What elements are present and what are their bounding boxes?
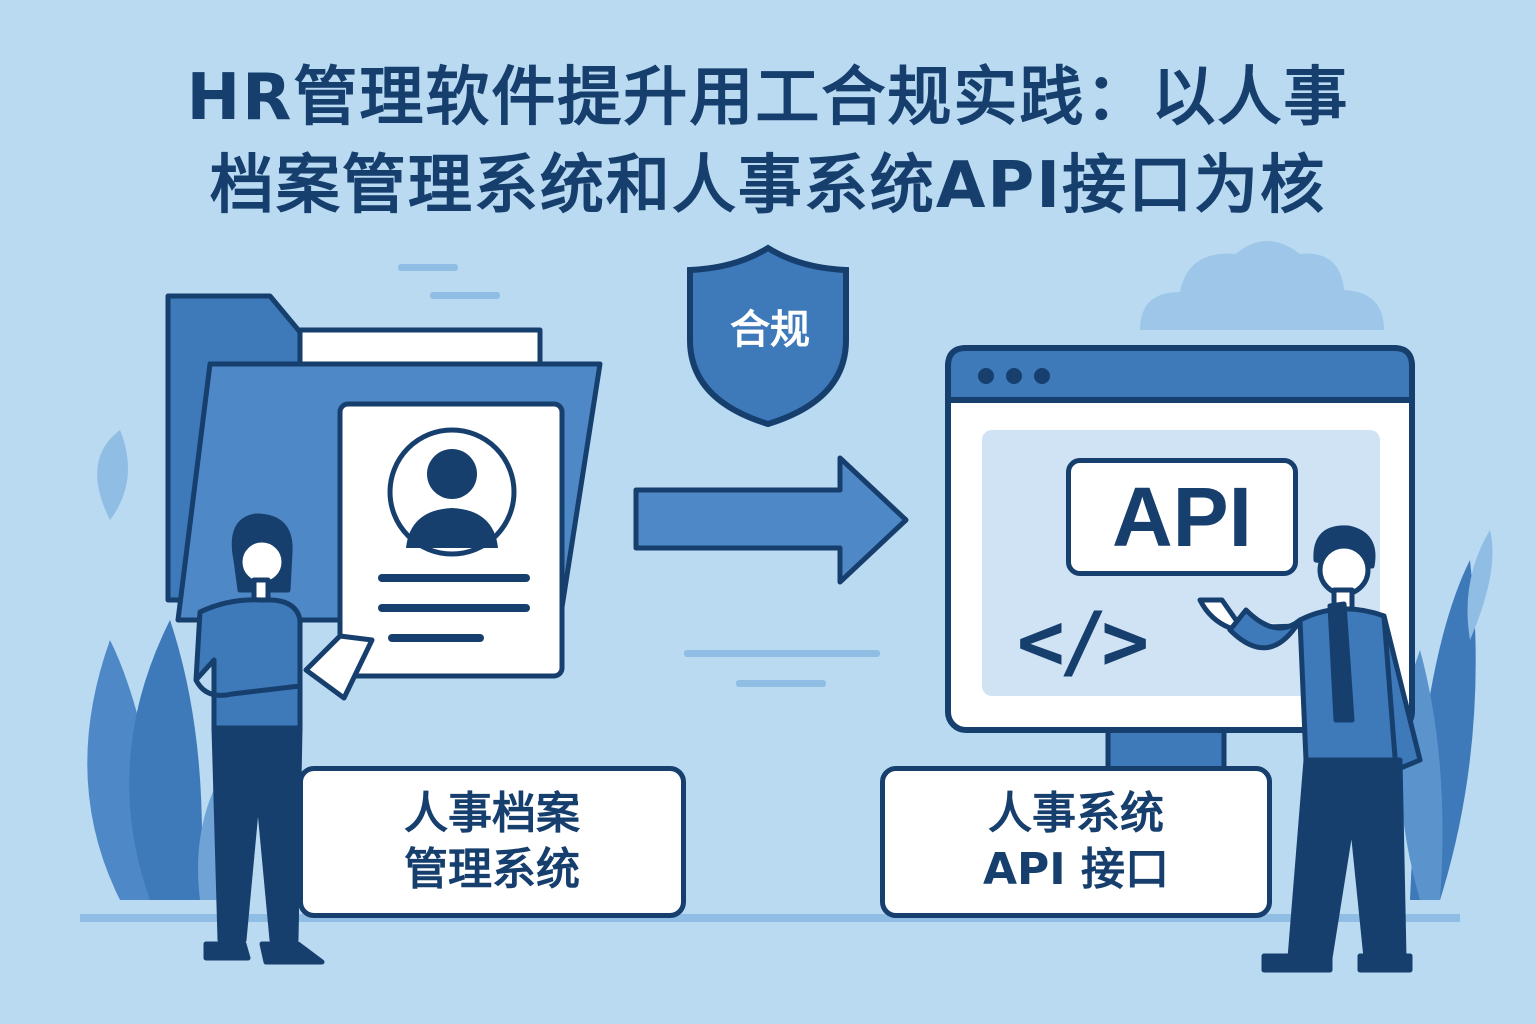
hr-archive-label: 人事档案 管理系统 (298, 766, 686, 918)
api-badge: API (1066, 458, 1298, 576)
shield-icon (687, 244, 849, 428)
page-title-line-2: 档案管理系统和人事系统API接口为核 (209, 149, 1327, 223)
decor-lines (398, 264, 880, 687)
page-title-line-1: HR管理软件提升用工合规实践：以人事 (186, 61, 1350, 135)
cloud-icon (1140, 241, 1384, 330)
hr-archive-label-line-1: 人事档案 (404, 788, 580, 839)
profile-card-icon (337, 401, 565, 679)
man-figure (1197, 525, 1423, 973)
shield-label: 合规 (730, 307, 810, 353)
hr-api-label: 人事系统 API 接口 (880, 766, 1272, 918)
hr-api-label-line-2: API 接口 (983, 844, 1169, 895)
arrow-right-icon (633, 455, 909, 585)
ground-line (80, 914, 1460, 922)
woman-figure (193, 513, 375, 965)
code-icon: </> (1016, 595, 1150, 688)
monitor-stand (1105, 725, 1227, 775)
hr-archive-label-line-2: 管理系统 (404, 844, 580, 895)
hr-api-label-line-1: 人事系统 (988, 788, 1164, 839)
